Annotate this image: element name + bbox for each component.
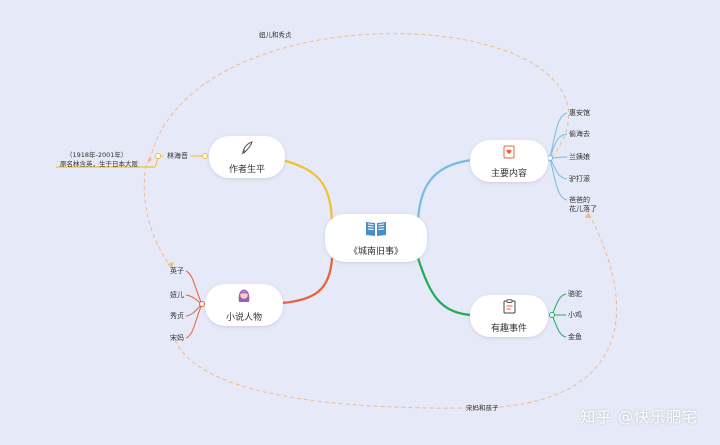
author-leaf-name[interactable]: 林海音 [167, 152, 188, 160]
branch-node-author[interactable]: 作者生平 [209, 136, 285, 178]
girl-avatar-icon [237, 288, 251, 307]
branch-node-characters[interactable]: 小说人物 [205, 284, 283, 326]
event-leaf[interactable]: 骆驼 [568, 290, 582, 298]
branch-line-events [416, 257, 471, 317]
arrowhead-icon [585, 212, 591, 218]
book-icon [365, 220, 387, 241]
arrowhead-icon [167, 262, 174, 268]
relation-label-bottom: 宋妈和孩子 [466, 404, 499, 412]
clipboard-icon [503, 298, 516, 318]
character-leaf[interactable]: 宋妈 [170, 334, 184, 342]
branch-line-characters [281, 257, 334, 305]
relation-link-top [149, 33, 570, 161]
watermark-text: 知乎 @快乐肥宅 [580, 408, 698, 426]
relation-link-bottom [174, 211, 618, 409]
branch-label-author: 作者生平 [228, 164, 265, 175]
content-leaf[interactable]: 偷海去 [569, 130, 590, 138]
central-topic-label: 《城南旧事》 [348, 246, 403, 257]
character-leaf[interactable]: 英子 [170, 267, 184, 275]
content-leaf[interactable]: 兰姨娘 [569, 153, 590, 161]
event-leaf[interactable]: 小鸡 [568, 311, 582, 319]
content-leaf[interactable]: 惠安馆 [569, 109, 590, 117]
content-leaf[interactable]: 驴打滚 [569, 175, 590, 183]
branch-node-content[interactable]: 主要内容 [470, 140, 548, 182]
content-leaf[interactable]: 爸爸的 [569, 196, 590, 204]
character-leaf[interactable]: 妞儿 [170, 291, 184, 299]
branch-line-content [416, 158, 473, 221]
heart-document-icon [503, 144, 515, 163]
content-leaf[interactable]: 花儿落了 [569, 205, 597, 213]
branch-node-events[interactable]: 有趣事件 [470, 295, 548, 337]
relation-link-top-tail [143, 164, 173, 269]
arrowhead-icon [147, 157, 152, 163]
branch-label-characters: 小说人物 [225, 312, 262, 323]
branch-line-author [281, 158, 334, 221]
branch-label-events: 有趣事件 [490, 323, 527, 334]
author-note-origin: 原名林含英，生于日本大阪 [60, 160, 138, 168]
quill-pen-icon [240, 140, 254, 159]
event-leaf[interactable]: 金鱼 [568, 333, 582, 341]
author-note-years: （1918年-2001年） [66, 151, 128, 159]
central-topic-node[interactable]: 《城南旧事》 [325, 214, 427, 262]
character-leaf[interactable]: 秀贞 [170, 312, 184, 320]
relation-label-top: 妞儿和秀贞 [259, 31, 292, 39]
branch-label-content: 主要内容 [490, 168, 527, 179]
